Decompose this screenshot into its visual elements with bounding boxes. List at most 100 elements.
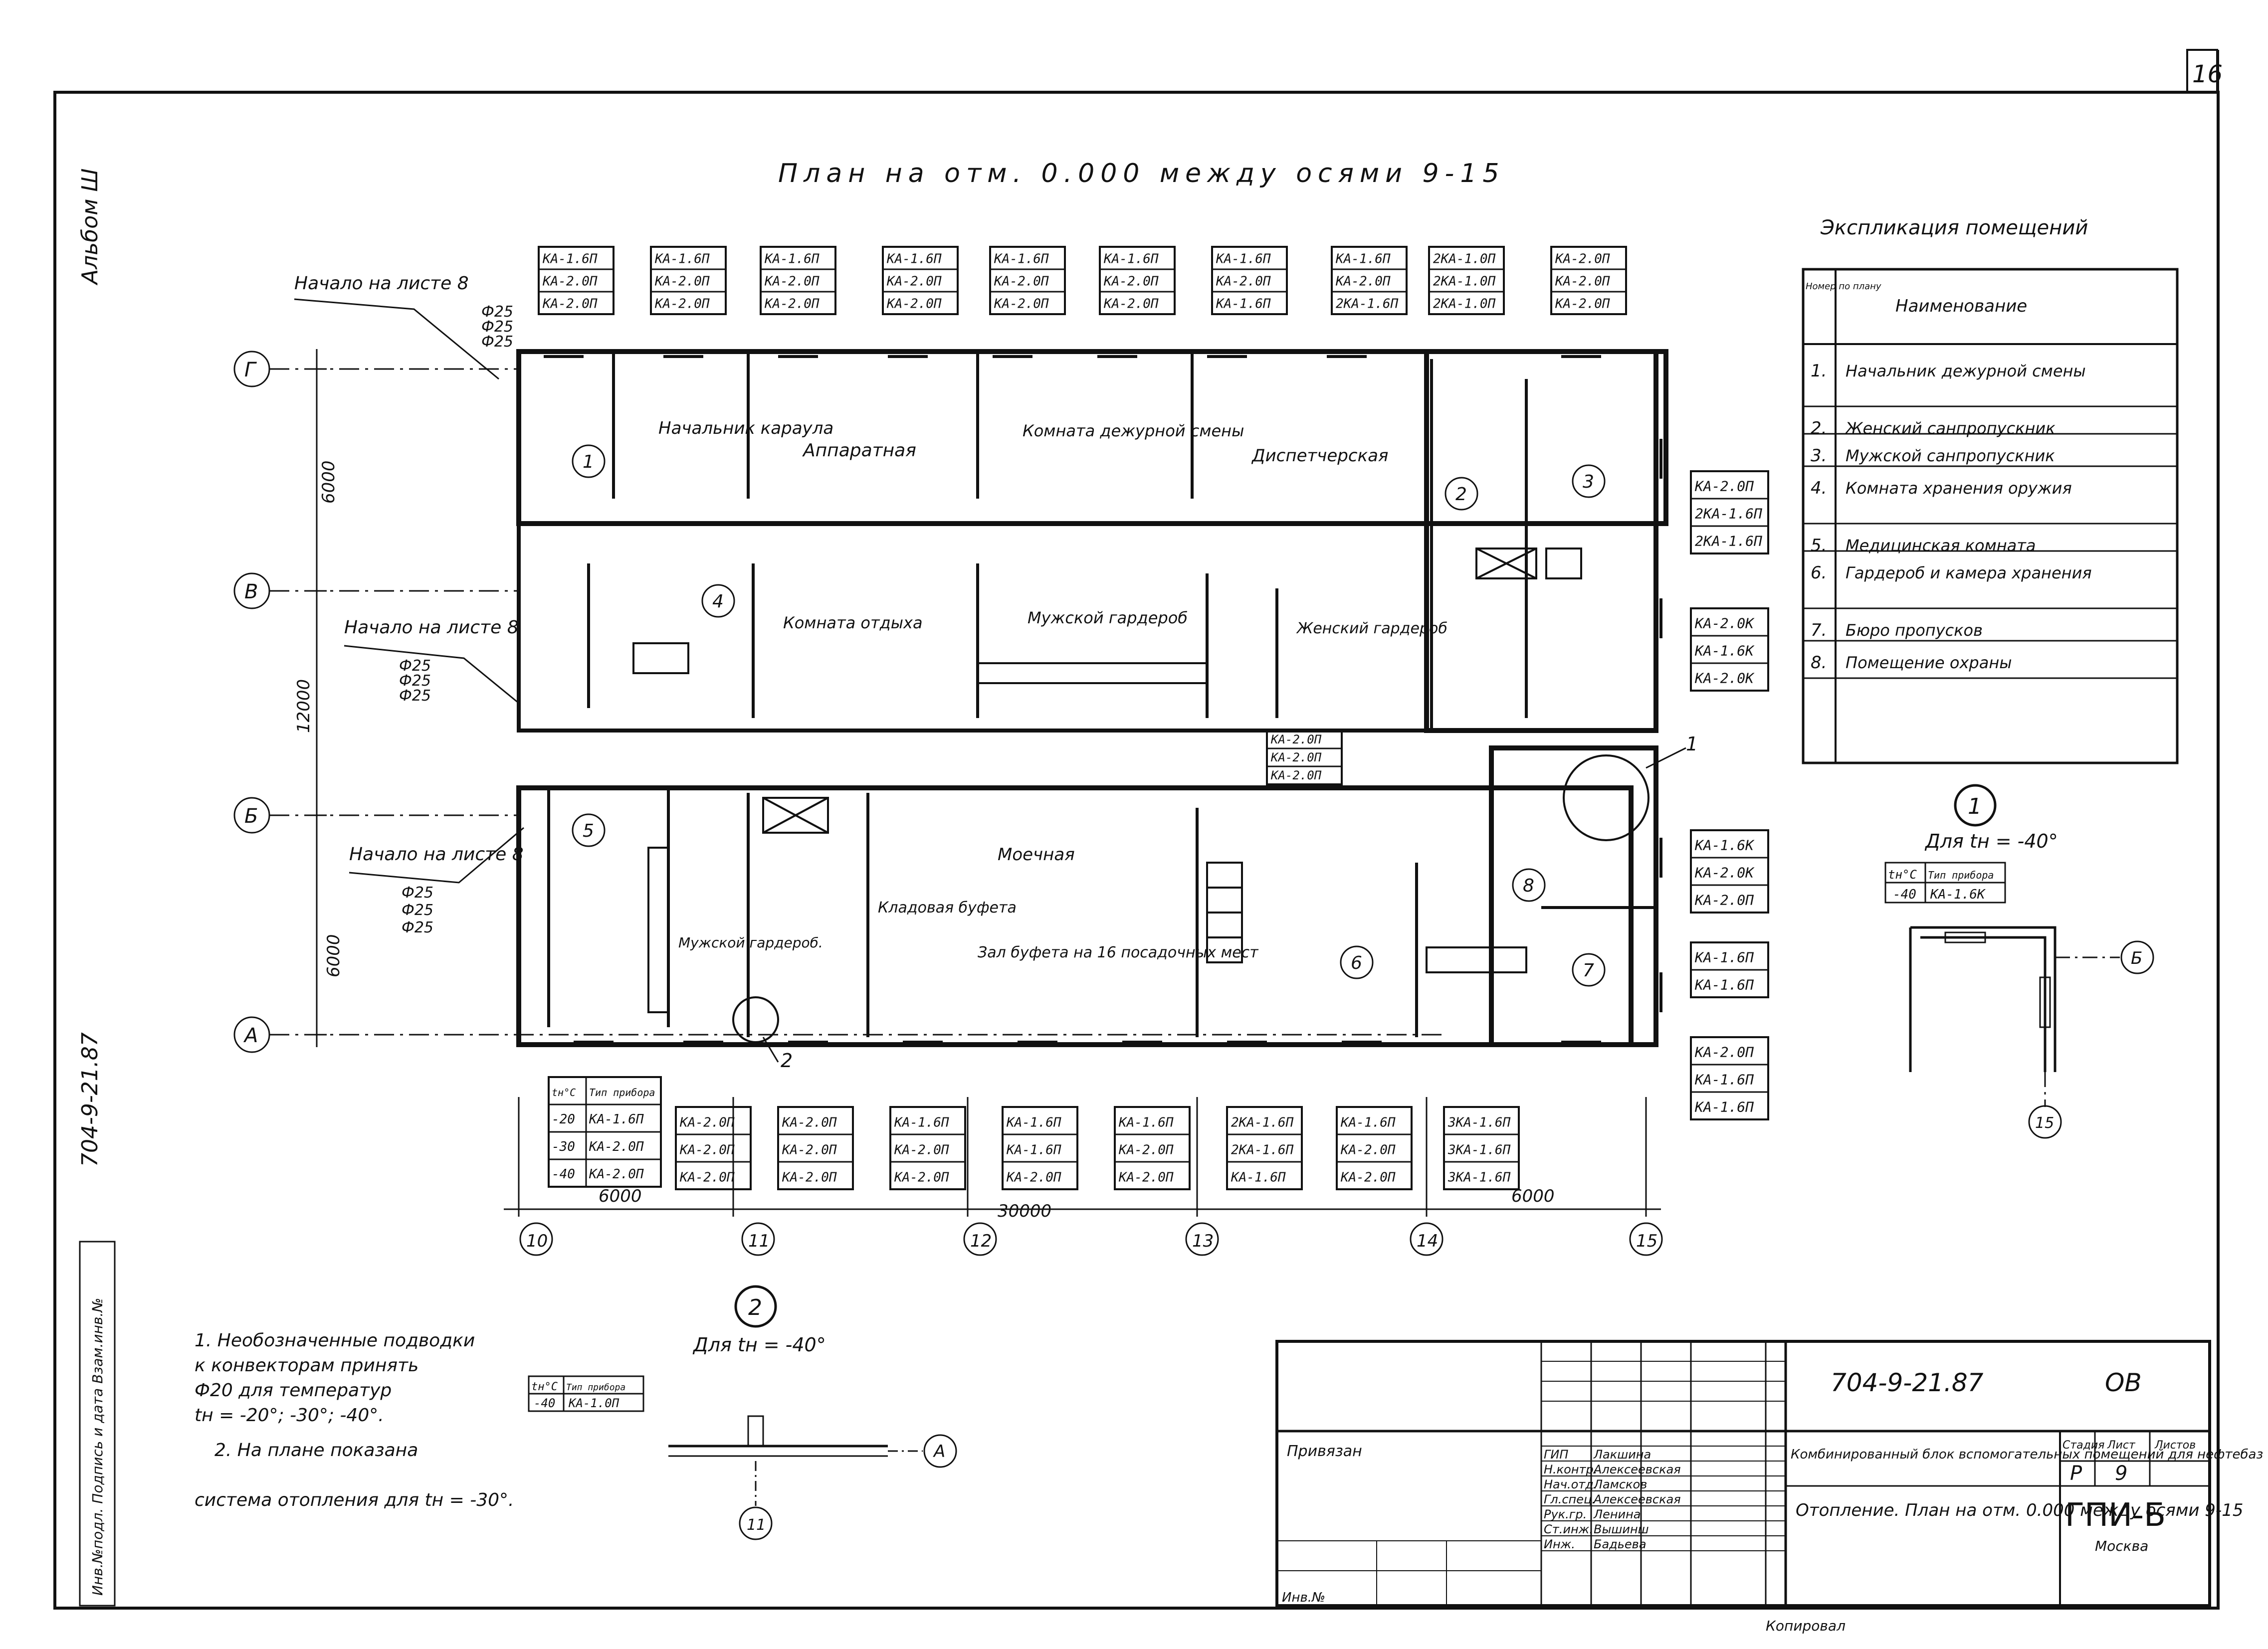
- top-table-2-cell: КА-1.6П: [654, 251, 710, 266]
- stamp-sheet: 9: [2115, 1462, 2127, 1485]
- pipe-top-3: Ф25: [481, 333, 513, 351]
- right-table-1-cell: 2КА-1.6П: [1695, 533, 1762, 550]
- detail-1-title: Для tн = -40°: [1924, 830, 2058, 852]
- start-note-a: Начало на листе 8 Ф25 Ф25 Ф25: [349, 827, 524, 936]
- detail-1-type: КА-1.6К: [1930, 887, 1986, 902]
- legend-cell: КА-1.6П: [589, 1112, 644, 1127]
- callout-1-circle: [1563, 754, 1649, 841]
- top-table-10-cell: КА-2.0П: [1555, 296, 1610, 311]
- stamp-role: Рук.гр.: [1544, 1507, 1587, 1521]
- bottom-table-1-cell: КА-2.0П: [679, 1170, 735, 1185]
- stamp-role: Ст.инж.: [1544, 1522, 1593, 1536]
- explication-row-num: 2.: [1811, 418, 1827, 438]
- pipe-b-1: Ф25: [399, 657, 431, 675]
- bottom-table-8-cell: 3КА-1.6П: [1447, 1115, 1511, 1130]
- bottom-table-3-cell: КА-2.0П: [894, 1143, 949, 1158]
- legend-cell: -40: [552, 1167, 575, 1182]
- explication-row-name: Гардероб и камера хранения: [1846, 563, 2092, 582]
- axis-col-13: 13: [1192, 1231, 1214, 1251]
- side-stamp: Инв.№подл. Подпись и дата Взам.инв.№: [89, 1298, 106, 1596]
- axis-row-a: А: [243, 1024, 258, 1047]
- bottom-table-3-cell: КА-1.6П: [894, 1115, 949, 1130]
- explication-header-num: Номер по плану: [1806, 281, 1881, 292]
- explication-row-num: 6.: [1811, 563, 1827, 583]
- detail-1-axis-15: 15: [2035, 1114, 2054, 1132]
- top-table-10-cell: КА-2.0П: [1555, 274, 1610, 289]
- top-table-6-cell: КА-1.6П: [1103, 251, 1159, 266]
- explication-row-name: Женский санпропускник: [1845, 419, 2056, 438]
- detail-1: 1 Для tн = -40° tн°С Тип прибора -40 КА-…: [1884, 784, 2154, 1139]
- dim-bottom-left: 6000: [599, 1186, 642, 1206]
- stamp-role: ГИП: [1544, 1448, 1568, 1462]
- right-table-5-cell: КА-2.0П: [1694, 1044, 1754, 1061]
- detail-2-axis-a: А: [933, 1442, 945, 1462]
- title-block: [1275, 1340, 2211, 1607]
- top-table-9-cell: 2КА-1.0П: [1433, 251, 1496, 266]
- bottom-table-4-cell: КА-1.6П: [1006, 1143, 1061, 1158]
- note-line-3: Ф20 для температур: [195, 1380, 392, 1401]
- row-axes: [233, 349, 1446, 1053]
- top-table-7-cell: КА-1.6П: [1216, 296, 1271, 311]
- right-radiator-tables: КА-2.0П2КА-1.6П2КА-1.6ПКА-2.0ККА-1.6ККА-…: [1690, 470, 1769, 1120]
- top-table-4-cell: КА-2.0П: [886, 274, 942, 289]
- explication-title: Экспликация помещений: [1820, 216, 2088, 239]
- right-table-2-cell: КА-2.0К: [1694, 670, 1755, 687]
- album-label: Альбом Ш: [77, 169, 103, 286]
- stamp-name: Алексеевская: [1593, 1492, 1681, 1506]
- bottom-table-8-cell: 3КА-1.6П: [1447, 1143, 1511, 1158]
- note-line-6: система отопления для tн = -30°.: [195, 1490, 514, 1510]
- axis-col-15: 15: [1636, 1231, 1657, 1251]
- top-table-5-cell: КА-2.0П: [994, 296, 1049, 311]
- stamp-sheets-label: Листов: [2154, 1439, 2196, 1452]
- detail-2: 2 Для tн = -40° tн°С Тип прибора -40 КА-…: [528, 1285, 957, 1540]
- room-num-6: 6: [1351, 953, 1362, 973]
- pipe-a-3: Ф25: [402, 919, 433, 936]
- bottom-table-7-cell: КА-2.0П: [1340, 1170, 1396, 1185]
- start-note-b: Начало на листе 8 Ф25 Ф25 Ф25: [344, 617, 519, 705]
- mid-table-cell: КА-2.0П: [1270, 768, 1322, 782]
- axis-col-14: 14: [1417, 1231, 1438, 1251]
- explication-row-num: 8.: [1811, 653, 1827, 673]
- right-table-3-cell: КА-2.0К: [1694, 865, 1755, 881]
- legend-cell: Тип прибора: [589, 1087, 655, 1099]
- top-table-10-cell: КА-2.0П: [1555, 251, 1610, 266]
- room-label-zhen-garderob: Женский гардероб: [1296, 620, 1447, 637]
- top-table-1-cell: КА-1.6П: [542, 251, 598, 266]
- bottom-table-2-cell: КА-2.0П: [782, 1170, 837, 1185]
- mid-table-cell: КА-2.0П: [1270, 750, 1322, 764]
- stamp-code: 704-9-21.87: [1831, 1368, 1984, 1397]
- room-label-dispetcherskaya: Диспетчерская: [1251, 446, 1388, 466]
- legend-cell: КА-2.0П: [589, 1167, 644, 1182]
- room-num-2: 2: [1455, 484, 1467, 505]
- room-label-muzh-garderob-bot: Мужской гардероб.: [678, 934, 823, 951]
- top-table-5-cell: КА-1.6П: [994, 251, 1049, 266]
- top-table-3-cell: КА-2.0П: [764, 296, 820, 311]
- stamp-name: Бадьева: [1594, 1537, 1647, 1551]
- stamp-name: Ленина: [1593, 1507, 1641, 1521]
- general-notes: 1. Необозначенные подводки к конвекторам…: [195, 1330, 514, 1510]
- axis-col-12: 12: [970, 1231, 992, 1251]
- bottom-table-1-cell: КА-2.0П: [679, 1143, 735, 1158]
- stamp-city: Москва: [2095, 1538, 2148, 1554]
- stamp-name: Алексеевская: [1593, 1463, 1681, 1476]
- bottom-table-3-cell: КА-2.0П: [894, 1170, 949, 1185]
- detail-1-t: -40: [1893, 887, 1916, 902]
- axis-col-11: 11: [748, 1231, 770, 1251]
- explication-row-num: 1.: [1811, 361, 1827, 381]
- axis-col-10: 10: [526, 1231, 548, 1251]
- pipe-b-2: Ф25: [399, 672, 431, 690]
- dim-bot-span: 6000: [324, 934, 344, 977]
- bottom-table-8-cell: 3КА-1.6П: [1447, 1170, 1511, 1185]
- stamp-name: Вышинш: [1594, 1522, 1649, 1536]
